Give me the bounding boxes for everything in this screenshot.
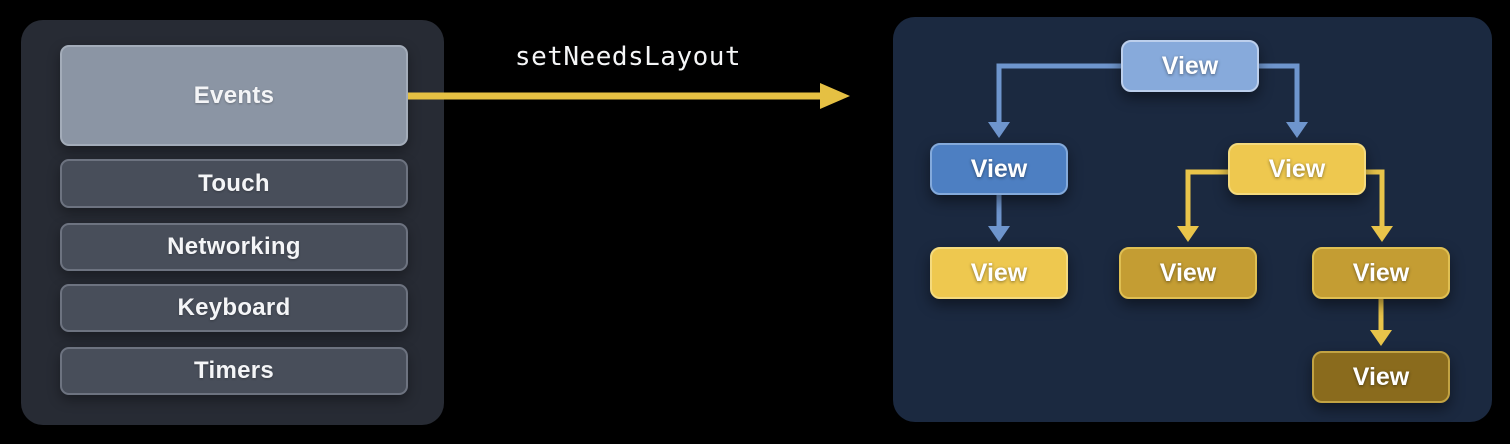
arrowhead-root-to-child-right (1286, 122, 1308, 138)
edge-child-right-to-gc-right (1364, 169, 1385, 227)
event-sources-panel: Events Touch Networking Keyboard Timers (21, 20, 444, 425)
view-node-child-right: View (1228, 143, 1366, 195)
view-node-grandchild-left: View (930, 247, 1068, 299)
edge-child-right-to-gc-mid (1185, 169, 1230, 227)
panel-item-keyboard: Keyboard (60, 284, 408, 332)
arrowhead-child-left-to-gc-left (988, 226, 1010, 242)
panel-item-events: Events (60, 45, 408, 146)
panel-item-timers: Timers (60, 347, 408, 395)
arrowhead-root-to-child-left (988, 122, 1010, 138)
setneedslayout-label: setNeedsLayout (514, 42, 742, 72)
edge-root-to-child-right (1259, 63, 1300, 123)
view-node-child-left: View (930, 143, 1068, 195)
view-node-great-grandchild: View (1312, 351, 1450, 403)
arrowhead-child-right-to-gc-right (1371, 226, 1393, 242)
view-node-root: View (1121, 40, 1259, 92)
arrowhead-child-right-to-gc-mid (1177, 226, 1199, 242)
edge-root-to-child-left (996, 63, 1121, 123)
view-hierarchy-edges (988, 63, 1393, 346)
panel-item-touch: Touch (60, 159, 408, 208)
panel-item-networking: Networking (60, 223, 408, 271)
view-hierarchy-panel: View View View View View View View (893, 17, 1492, 422)
setneedslayout-arrow (408, 83, 850, 109)
setneedslayout-arrow-head (820, 83, 850, 109)
arrowhead-gc-right-to-ggc (1370, 330, 1392, 346)
view-node-grandchild-mid: View (1119, 247, 1257, 299)
view-node-grandchild-right: View (1312, 247, 1450, 299)
